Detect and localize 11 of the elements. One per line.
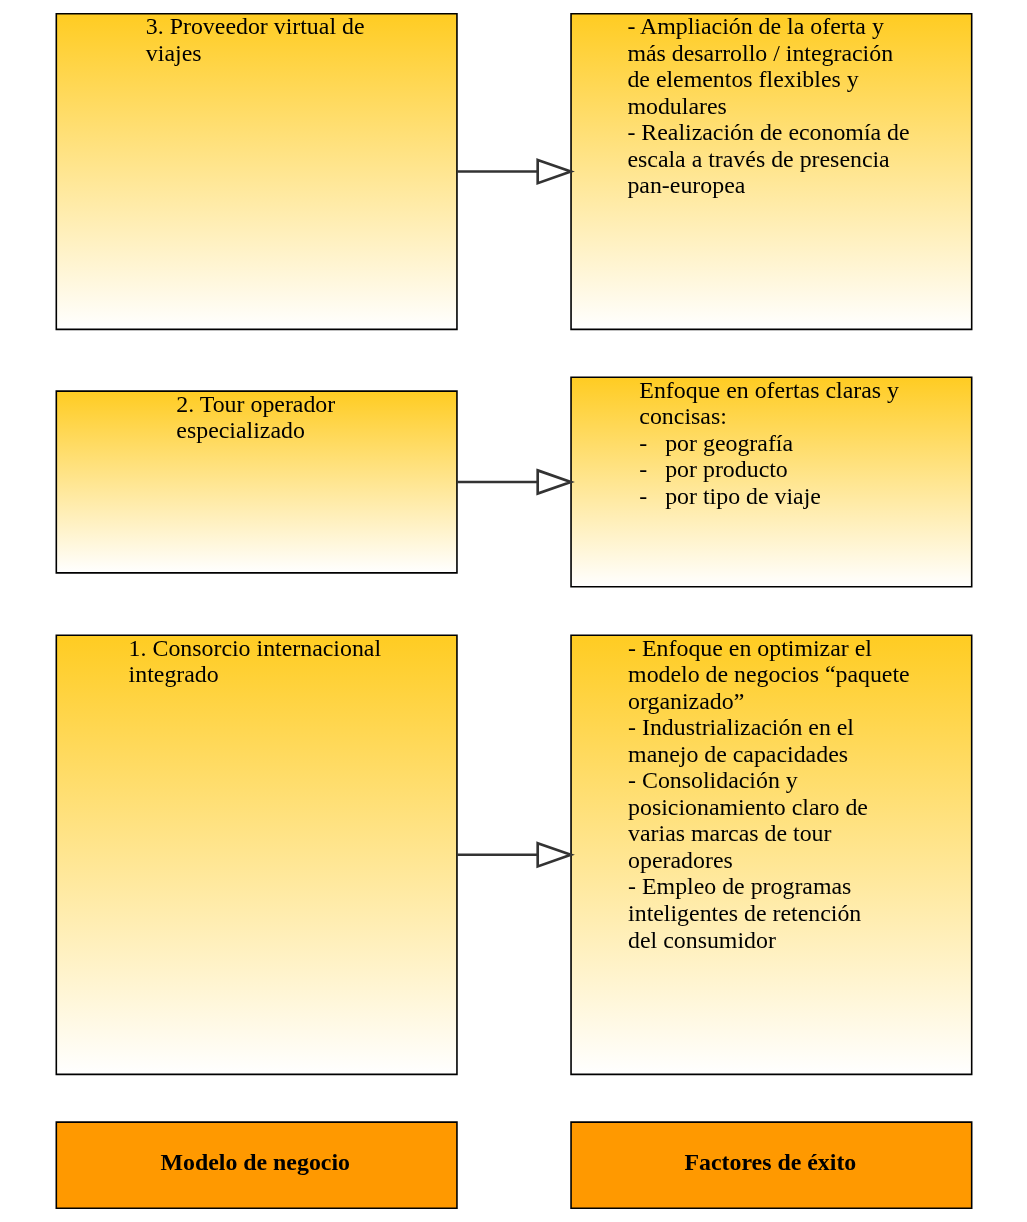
- node-box: Modelo de negocio: [55, 1121, 458, 1210]
- arrow: [456, 158, 575, 186]
- arrow: [456, 841, 575, 869]
- node-box: - Ampliación de la oferta y más desarrollo / integración de elementos flexibles y modulares - Realización de economía de escala a través de presencia pan-europea: [569, 12, 972, 331]
- arrow: [456, 468, 575, 496]
- node-box: Factores de éxito: [569, 1121, 972, 1210]
- node-box: 1. Consorcio internacional integrado: [55, 634, 458, 1076]
- node-box: - Enfoque en optimizar el modelo de negocios “paquete organizado” - Industrialización en el manejo de capacidades - Consolidación y posicionamiento claro de varias marcas de tour operadores - Empleo de programas inteligentes de retención del consumidor: [569, 634, 972, 1076]
- node-box: 3. Proveedor virtual de viajes: [55, 12, 458, 331]
- node-box: 2. Tour operador especializado: [55, 390, 458, 574]
- node-box: Enfoque en ofertas claras y concisas: - por geografía - por producto - por tipo de viaje: [569, 376, 972, 588]
